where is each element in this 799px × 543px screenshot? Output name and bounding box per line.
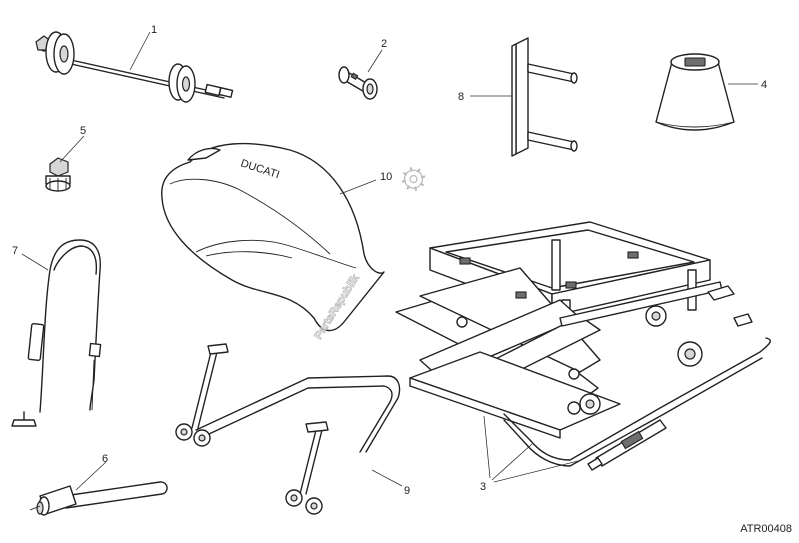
drawing-code: ATR00408 [740, 523, 792, 535]
part-6-handle-tool [29, 481, 168, 516]
part-7-cable-tool [11, 239, 102, 427]
part-9-rear-stand [175, 343, 401, 515]
part-10-seat: DUCATI [161, 142, 385, 332]
callout-6: 6 [102, 453, 108, 465]
watermark-gear-icon [401, 167, 426, 192]
part-4-conical-socket [655, 53, 735, 131]
callout-8: 8 [458, 91, 464, 103]
callout-3: 3 [480, 481, 486, 493]
callout-5: 5 [80, 125, 86, 137]
part-8-pin-bracket [511, 37, 578, 157]
callout-2: 2 [381, 38, 387, 50]
callout-labels: 1 2 3 4 5 6 7 8 9 10 [12, 24, 767, 497]
callout-7: 7 [12, 245, 18, 257]
leader-lines [21, 31, 758, 491]
part-5-knob [45, 157, 71, 192]
callout-4: 4 [761, 79, 767, 91]
callout-9: 9 [404, 485, 410, 497]
callout-10: 10 [380, 171, 392, 183]
part-2-bushing [338, 66, 378, 100]
callout-1: 1 [151, 24, 157, 36]
part-1-bearing-puller [35, 31, 234, 103]
part-3-lift-assembly [395, 221, 771, 471]
